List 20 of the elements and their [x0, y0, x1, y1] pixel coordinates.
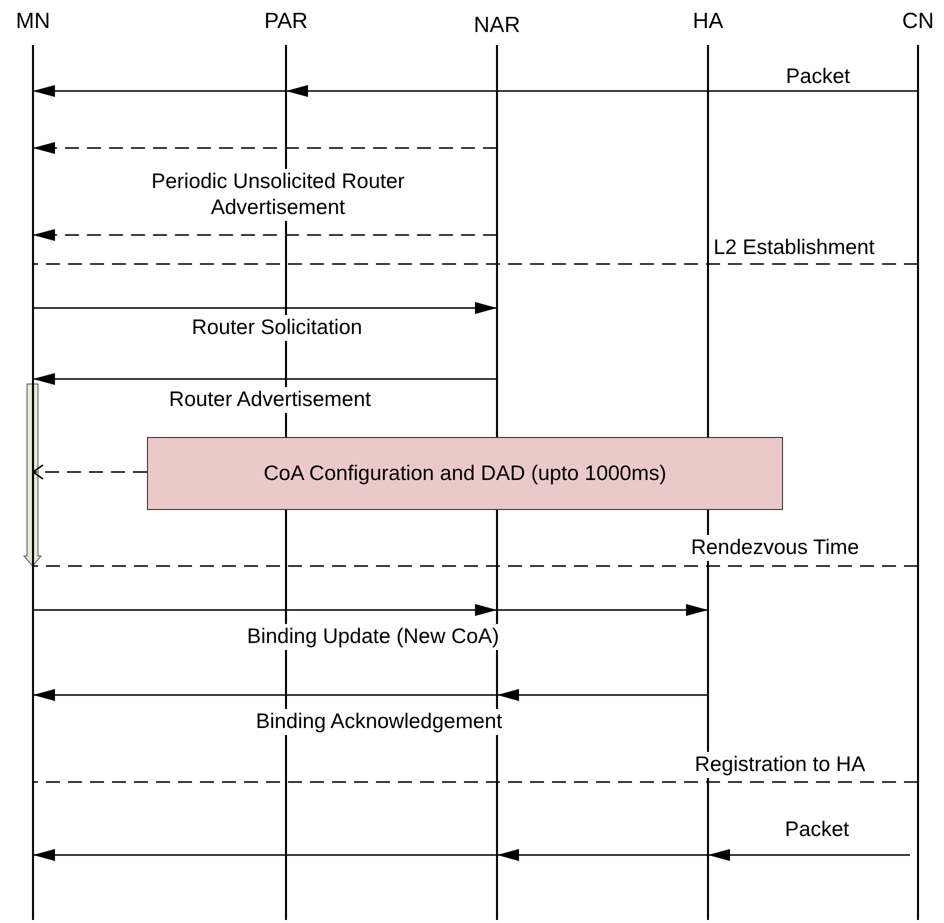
lifeline-label: CN [901, 8, 935, 34]
dashed-arrow [33, 229, 497, 241]
arrow [33, 689, 497, 701]
lifeline-label: HA [692, 8, 724, 34]
arrow [33, 85, 286, 97]
dashed-arrow [33, 142, 497, 154]
lifeline-label: MN [14, 8, 52, 34]
arrow [33, 849, 497, 861]
arrow [497, 849, 708, 861]
arrow [497, 689, 708, 701]
lifeline-label: PAR [263, 8, 309, 34]
arrow [33, 373, 497, 385]
arrow [708, 849, 910, 861]
arrow [497, 604, 708, 616]
arrow [33, 302, 497, 314]
lifeline-label: NAR [472, 12, 522, 38]
process-box: CoA Configuration and DAD (upto 1000ms) [147, 437, 783, 510]
dashed-arrow [32, 464, 147, 480]
arrow [33, 604, 497, 616]
arrow [286, 85, 918, 97]
